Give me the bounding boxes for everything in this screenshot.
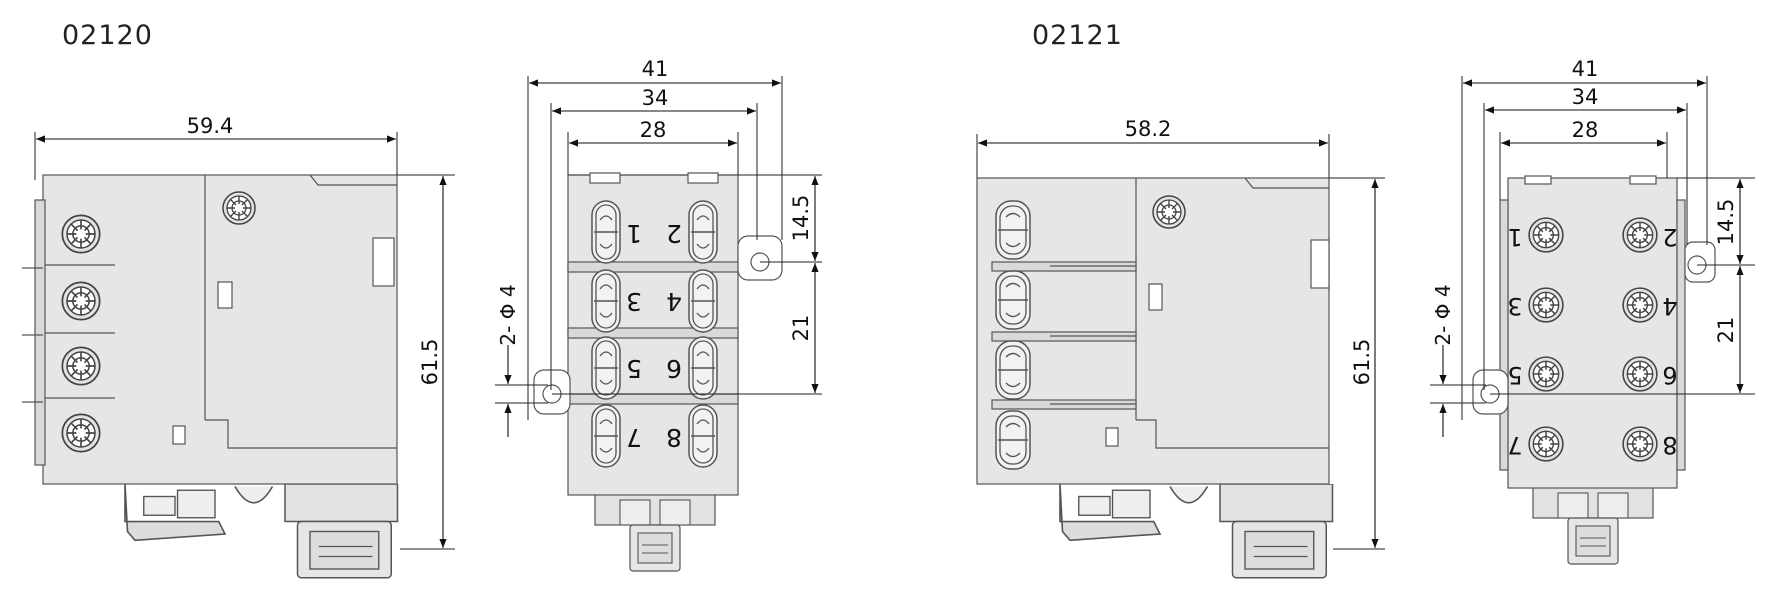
dim-41-a: 41 bbox=[642, 57, 669, 81]
dims-02120-front: 41 34 28 14.5 21 2- Φ 4 bbox=[495, 57, 822, 437]
dim-14-5-a: 14.5 bbox=[789, 195, 813, 242]
dim-14-5-b: 14.5 bbox=[1714, 199, 1738, 246]
dim-hole-b: 2- Φ 4 bbox=[1431, 284, 1455, 345]
part-code-02121: 02121 bbox=[1032, 20, 1123, 51]
dim-hole-a: 2- Φ 4 bbox=[496, 284, 520, 345]
terminal-7: 7 bbox=[626, 423, 642, 452]
view-02121-side bbox=[976, 177, 1334, 579]
terminal-8-b: 8 bbox=[1662, 431, 1677, 459]
dim-41-b: 41 bbox=[1572, 57, 1599, 81]
view-02121-front: 1 2 3 4 5 6 7 8 bbox=[1472, 175, 1716, 565]
terminal-6-b: 6 bbox=[1662, 361, 1677, 389]
dims-02121-side: 58.2 61.5 bbox=[976, 117, 1385, 550]
dim-58-2: 58.2 bbox=[1125, 117, 1172, 141]
dim-34-a: 34 bbox=[642, 86, 669, 110]
terminal-5: 5 bbox=[626, 354, 642, 383]
dim-21-b: 21 bbox=[1714, 317, 1738, 344]
dims-02120-side: 59.4 61.5 bbox=[34, 114, 455, 550]
terminal-4-b: 4 bbox=[1662, 292, 1677, 320]
dims-02121-front: 41 34 28 14.5 21 2- Φ 4 bbox=[1430, 57, 1755, 437]
view-02120-side bbox=[22, 174, 399, 579]
terminal-7-b: 7 bbox=[1507, 431, 1522, 459]
dim-28-a: 28 bbox=[640, 118, 667, 142]
terminal-1: 1 bbox=[626, 219, 642, 248]
terminal-3: 3 bbox=[626, 287, 642, 316]
terminal-5-b: 5 bbox=[1507, 361, 1522, 389]
terminal-3-b: 3 bbox=[1507, 292, 1522, 320]
terminal-8: 8 bbox=[666, 423, 682, 452]
terminal-2: 2 bbox=[666, 219, 682, 248]
view-02120-front: 1 2 3 4 5 6 7 8 bbox=[533, 172, 783, 572]
dim-34-b: 34 bbox=[1572, 85, 1599, 109]
dim-61-5-a: 61.5 bbox=[418, 339, 442, 386]
terminal-4: 4 bbox=[666, 287, 682, 316]
part-code-02120: 02120 bbox=[62, 20, 153, 51]
dim-59-4: 59.4 bbox=[187, 114, 234, 138]
dim-28-b: 28 bbox=[1572, 118, 1599, 142]
dim-61-5-b: 61.5 bbox=[1350, 339, 1374, 386]
terminal-2-b: 2 bbox=[1662, 223, 1677, 251]
terminal-6: 6 bbox=[666, 354, 682, 383]
dim-21-a: 21 bbox=[789, 315, 813, 342]
terminal-1-b: 1 bbox=[1507, 223, 1522, 251]
